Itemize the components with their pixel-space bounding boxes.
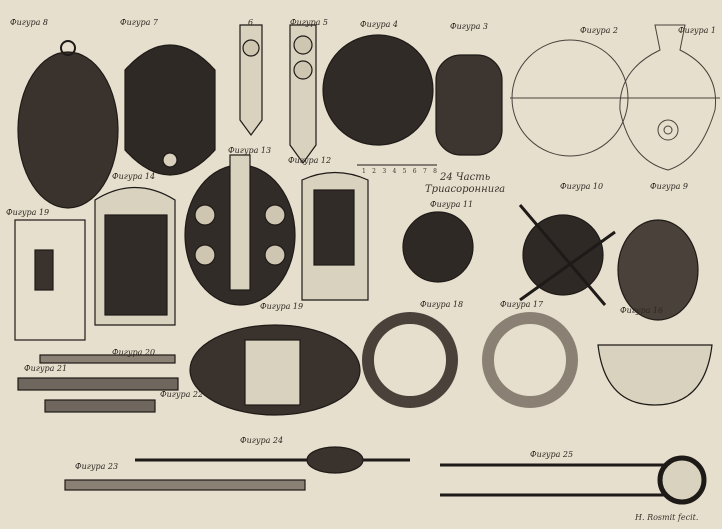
figure-20-rocket	[39, 354, 176, 364]
figure-25-device	[440, 463, 665, 497]
scale-tick: 4	[392, 168, 397, 175]
figure-label: Фигура 20	[112, 348, 156, 357]
scale-tick: 1	[362, 168, 366, 175]
figure-19-frame	[14, 219, 86, 341]
figure-label: Фигура 19	[260, 302, 304, 311]
figure-label: Фигура 7	[120, 18, 158, 27]
plate-caption: 24 Часть Триасороннига	[425, 172, 505, 196]
figure-21-rocket	[17, 377, 179, 391]
figure-4-ball	[322, 34, 434, 146]
figure-5-tube	[289, 24, 317, 165]
figure-label: Фигура 14	[112, 172, 156, 181]
figure-label: Фигура 22	[160, 390, 204, 399]
figure-16-bowl	[597, 344, 713, 406]
caption-line-2: Триасороннига	[425, 184, 506, 195]
figure-label: Фигура 17	[500, 300, 544, 309]
engraver-signature: H. Rosmit fecit.	[635, 513, 699, 522]
scale-tick: 7	[422, 168, 427, 175]
figure-11-ball	[402, 211, 474, 283]
figure-label: Фигура 1	[678, 26, 716, 35]
figure-label: Фигура 12	[288, 156, 332, 165]
figure-label: Фигура 13	[228, 146, 272, 155]
figure-label: Фигура 23	[75, 462, 119, 471]
figure-label: Фигура 5	[290, 18, 328, 27]
figure-3-cage	[435, 54, 503, 156]
figure-label: Фигура 25	[530, 450, 574, 459]
figure-label: Фигура 19	[6, 208, 50, 217]
figure-23-rocket	[64, 479, 306, 491]
scale-ticks: 1 2 3 4 5 6 7 8	[362, 168, 437, 175]
figure-label: Фигура 2	[580, 26, 618, 35]
scale-tick: 3	[382, 168, 387, 175]
figure-label: Фигура 4	[360, 20, 398, 29]
figure-label: Фигура 21	[24, 364, 68, 373]
figure-7-shell	[124, 44, 216, 176]
figure-22-rocket	[44, 399, 156, 413]
figure-24-mace	[306, 446, 364, 474]
figure-label: Фигура 3	[450, 22, 488, 31]
caption-line-1: 24 Часть	[440, 172, 491, 183]
scale-tick: 2	[372, 168, 376, 175]
scale-tick: 8	[433, 168, 437, 175]
figure-9-ball	[617, 219, 699, 321]
figure-8-oval-grenade	[17, 51, 119, 209]
figure-1-outline	[619, 24, 717, 171]
figure-label: Фигура 9	[650, 182, 688, 191]
figure-label: Фигура 16	[620, 306, 664, 315]
figure-18-ring	[362, 312, 458, 408]
figure-label: Фигура 18	[420, 300, 464, 309]
scale-tick: 5	[402, 168, 407, 175]
scale-tick: 6	[412, 168, 417, 175]
figure-label: Фигура 10	[560, 182, 604, 191]
figure-label: 6	[248, 18, 254, 27]
figure-label: Фигура 24	[240, 436, 284, 445]
figure-17-ring	[482, 312, 578, 408]
figure-label: Фигура 11	[430, 200, 474, 209]
figure-label: Фигура 8	[10, 18, 48, 27]
